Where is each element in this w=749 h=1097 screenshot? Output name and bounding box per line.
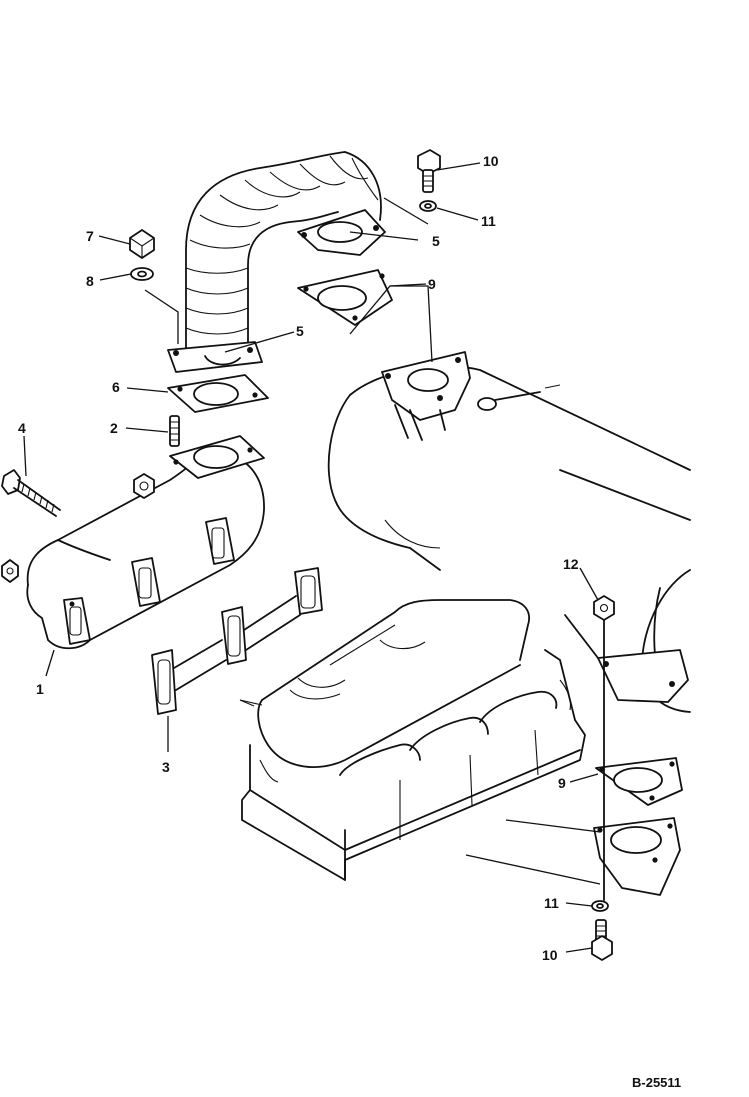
washer-11-lower <box>591 900 609 912</box>
exhaust-elbow-pipe <box>167 151 386 373</box>
gasket-6 <box>167 374 269 413</box>
manifold-gasket-3 <box>151 567 323 715</box>
washer-8 <box>130 267 154 281</box>
muffler-lower-body <box>564 569 691 713</box>
callout-6: 6 <box>112 379 120 395</box>
leader-lines <box>23 162 601 953</box>
exhaust-manifold <box>26 435 265 650</box>
callout-10-upper: 10 <box>483 153 499 169</box>
callout-9-lower: 9 <box>558 775 566 791</box>
callout-12: 12 <box>563 556 579 572</box>
gasket-9-lower <box>595 757 683 806</box>
callout-11-lower: 11 <box>544 895 559 911</box>
nut-far-left <box>1 559 19 583</box>
callout-8: 8 <box>86 273 94 289</box>
bolt-4 <box>1 469 61 517</box>
callout-5-lower: 5 <box>296 323 304 339</box>
bolt-10-upper <box>417 149 441 193</box>
stud-2 <box>169 415 180 447</box>
callout-9-upper: 9 <box>428 276 436 292</box>
bolt-10-lower <box>591 919 613 961</box>
callout-numbers: 1 2 3 4 5 5 6 7 8 9 9 10 10 11 11 12 <box>18 153 579 963</box>
washer-11-upper <box>419 200 437 212</box>
callout-11-upper: 11 <box>481 213 496 229</box>
lower-outlet-flange <box>593 817 681 896</box>
callout-10-lower: 10 <box>542 947 558 963</box>
cylinder-head-block <box>239 599 586 881</box>
callout-4: 4 <box>18 420 26 436</box>
callout-2: 2 <box>110 420 118 436</box>
nut-manifold-left <box>133 473 155 499</box>
figure-reference-code: B-25511 <box>632 1075 681 1090</box>
stud-stub <box>239 699 255 707</box>
gasket-9-upper <box>297 269 393 326</box>
callout-5-upper: 5 <box>432 233 440 249</box>
callout-3: 3 <box>162 759 170 775</box>
muffler <box>327 351 691 571</box>
nut-12 <box>593 595 615 621</box>
callout-7: 7 <box>86 228 94 244</box>
nut-7 <box>129 229 155 259</box>
callout-1: 1 <box>36 681 44 697</box>
